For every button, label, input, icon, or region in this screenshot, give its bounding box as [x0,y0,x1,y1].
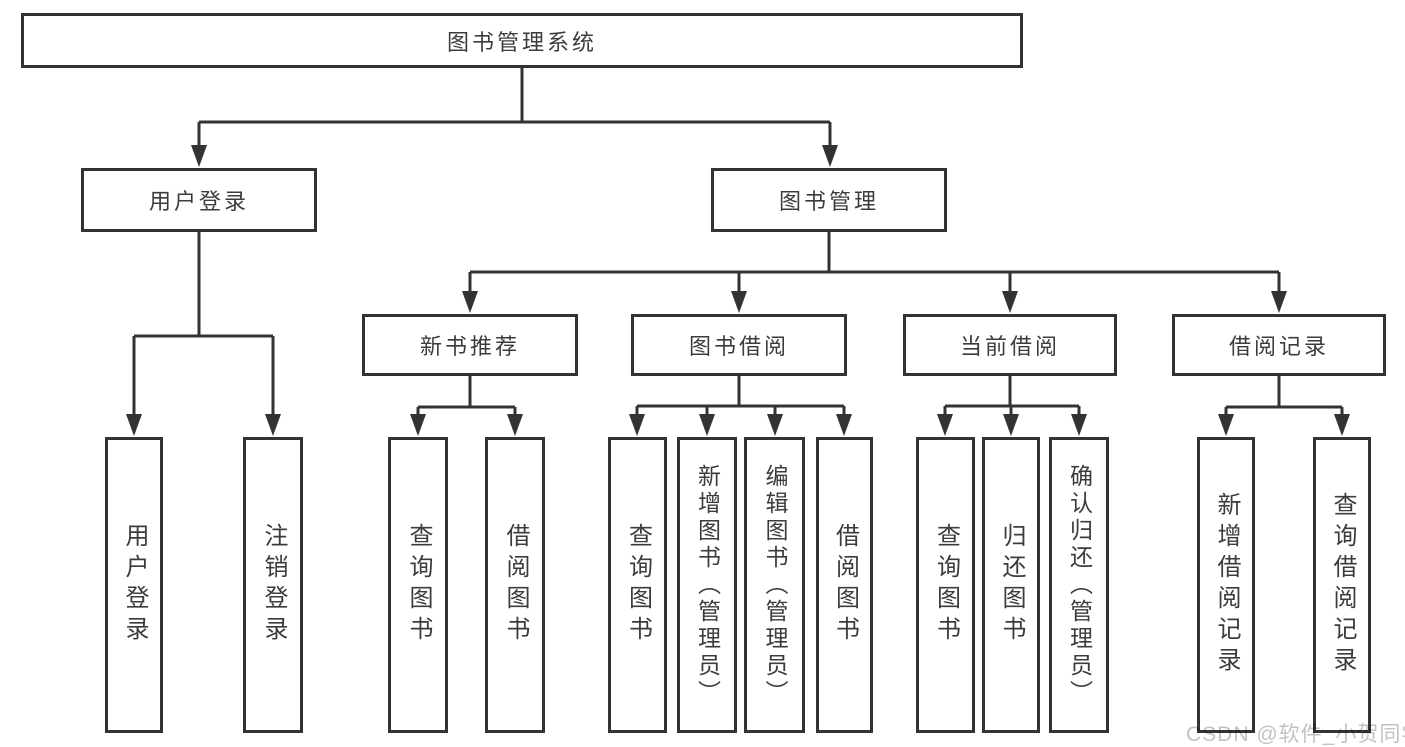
node-label: 编辑图书（管理员） [762,463,788,707]
node-label: 查询图书 [932,523,960,647]
connector-currentborrow-children [943,376,1081,418]
leaf-borrow-query-books: 查询图书 [608,437,667,733]
node-label: 确认归还（管理员） [1066,463,1093,707]
node-label: 查询图书 [624,523,652,647]
leaf-edit-books-admin: 编辑图书（管理员） [744,437,805,733]
leaf-add-borrow-record: 新增借阅记录 [1197,437,1255,733]
leaf-logout: 注销登录 [243,437,303,733]
node-label: 查询借阅记录 [1329,492,1356,678]
connector-newbooks-children [416,376,517,418]
node-label: 图书借阅 [688,334,789,359]
leaf-user-login: 用户登录 [105,437,163,733]
csdn-watermark: CSDN @软件_小贺同学 [1186,723,1405,746]
node-label: 借阅记录 [1228,334,1329,359]
node-current-borrow: 当前借阅 [903,314,1117,376]
node-library-management-system: 图书管理系统 [21,13,1023,68]
connector-bookborrow-children [635,376,846,418]
node-label: 当前借阅 [959,334,1060,359]
node-label: 新增借阅记录 [1213,492,1240,678]
node-label: 注销登录 [260,523,287,647]
node-label: 查询图书 [405,523,432,647]
node-book-management-branch: 图书管理 [711,168,947,232]
node-new-book-recommend: 新书推荐 [362,314,578,376]
node-label: 图书管理 [778,189,879,214]
leaf-newbook-query-books: 查询图书 [388,437,448,733]
leaf-add-books-admin: 新增图书（管理员） [677,437,737,733]
node-label: 归还图书 [998,523,1025,647]
node-label: 新增图书（管理员） [694,463,721,707]
leaf-confirm-return-admin: 确认归还（管理员） [1049,437,1109,733]
node-label: 用户登录 [148,189,249,214]
leaf-newbook-borrow-books: 借阅图书 [485,437,545,733]
leaf-return-books: 归还图书 [982,437,1040,733]
node-label: 借阅图书 [831,523,859,647]
node-book-borrow: 图书借阅 [631,314,847,376]
connector-userlogin-children [132,232,275,418]
node-borrow-records: 借阅记录 [1172,314,1386,376]
node-label: 用户登录 [121,523,148,647]
leaf-current-query-books: 查询图书 [916,437,975,733]
node-user-login-branch: 用户登录 [81,168,317,232]
connector-root-to-level2 [197,68,832,148]
connector-borrowrecords-children [1224,376,1344,418]
leaf-query-borrow-record: 查询借阅记录 [1313,437,1371,733]
connector-bookmgmt-to-level3 [468,232,1281,295]
leaf-borrow-books: 借阅图书 [816,437,873,733]
node-label: 借阅图书 [502,523,529,647]
node-label: 图书管理系统 [446,29,597,55]
node-label: 新书推荐 [419,334,520,359]
